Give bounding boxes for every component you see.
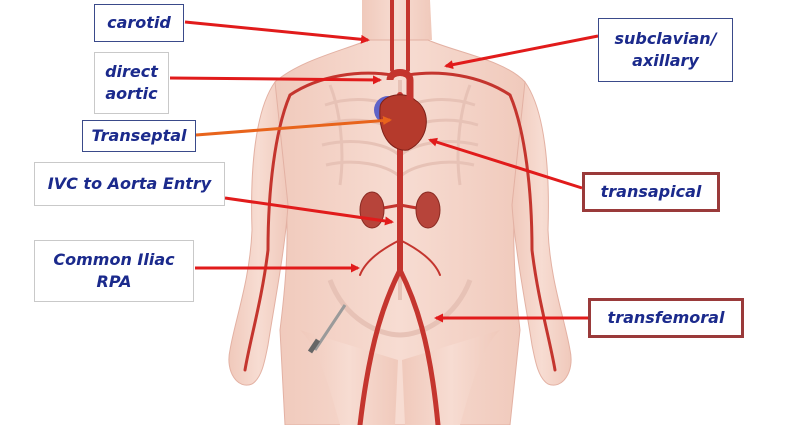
label-transfemoral: transfemoral xyxy=(588,298,744,338)
label-subclavian-axillary: subclavian/ axillary xyxy=(598,18,733,82)
arrow-direct-aortic xyxy=(169,75,382,85)
arrow-transeptal xyxy=(195,116,392,137)
arrow-carotid xyxy=(184,20,370,44)
pointer-arrows xyxy=(169,20,599,323)
label-direct-aortic: direct aortic xyxy=(94,52,169,114)
label-transapical: transapical xyxy=(582,172,720,212)
arrow-ivc xyxy=(224,196,394,226)
arrow-subclavian xyxy=(444,34,599,70)
label-ivc-to-aorta-entry: IVC to Aorta Entry xyxy=(34,162,225,206)
label-transeptal: Transeptal xyxy=(82,120,196,152)
heart-icon xyxy=(374,69,427,151)
arrow-transapical xyxy=(428,137,583,190)
catheter-icon xyxy=(307,304,347,354)
label-carotid: carotid xyxy=(94,4,184,42)
label-common-iliac-rpa: Common Iliac RPA xyxy=(34,240,194,302)
